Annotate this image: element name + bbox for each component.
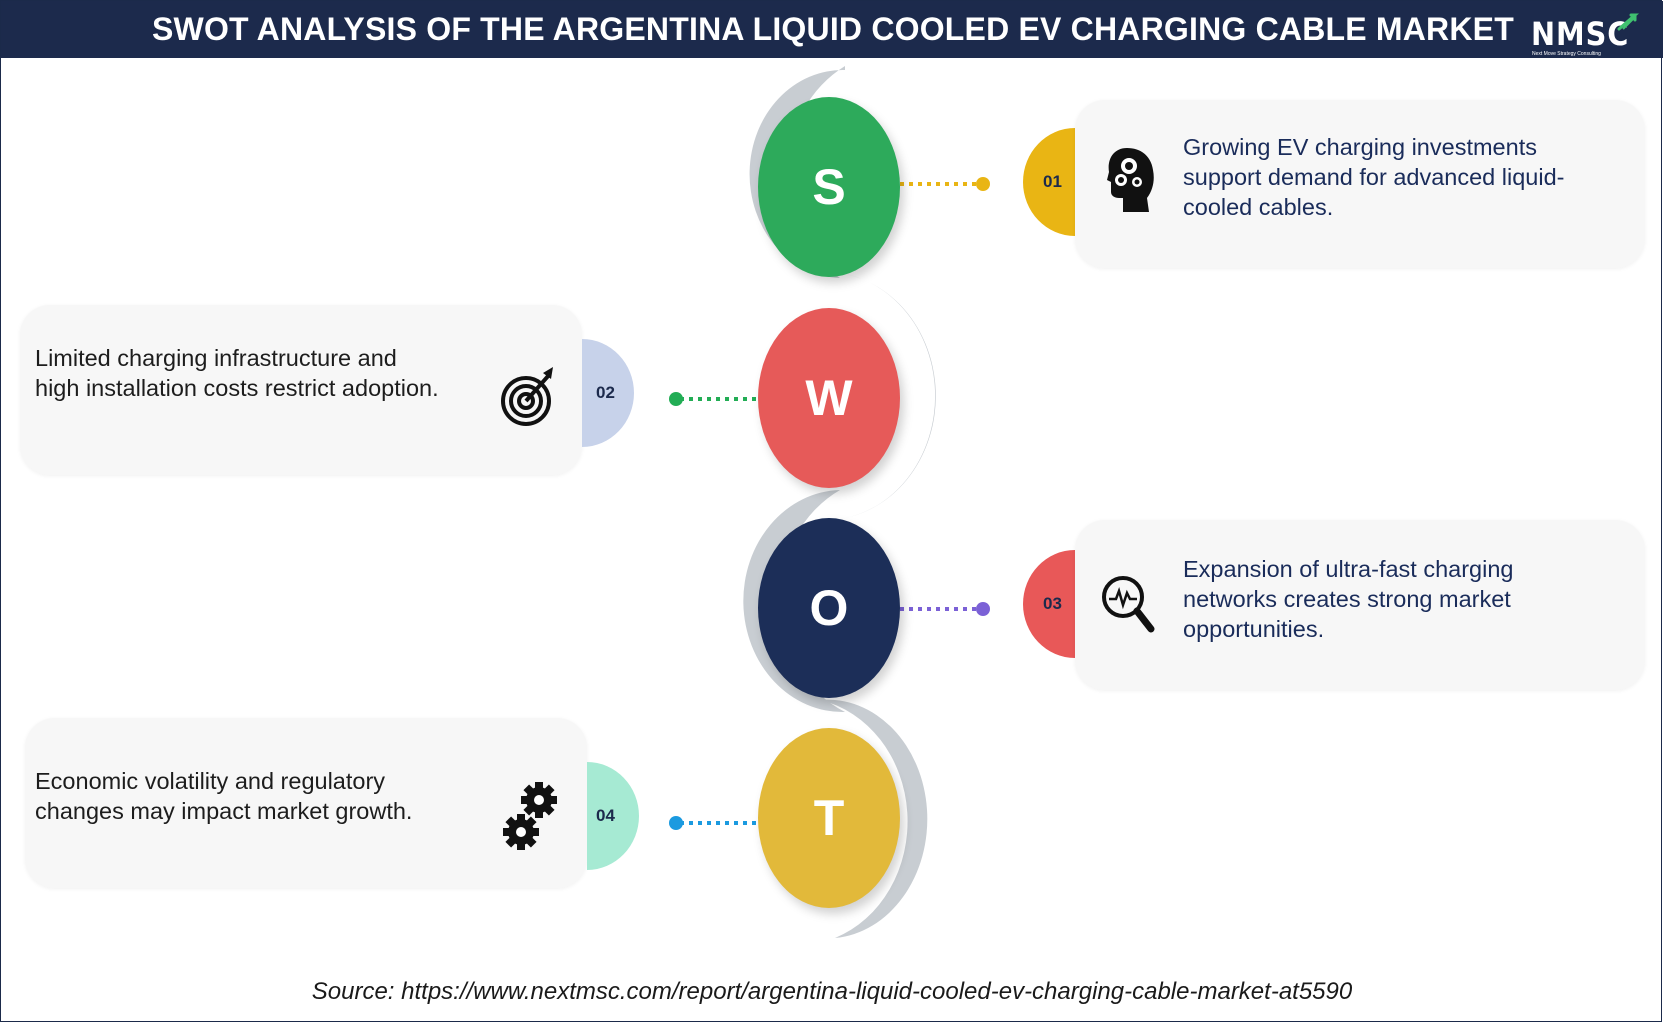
number-tab-03: 03: [1023, 550, 1075, 658]
number-label-01: 01: [1043, 172, 1062, 191]
number-label-03: 03: [1043, 594, 1062, 613]
opportunity-card: Expansion of ultra-fast charging network…: [1075, 520, 1645, 690]
logo-tagline: Next Move Strategy Consulting: [1532, 51, 1601, 57]
magnifier-pulse-icon: [1102, 576, 1155, 633]
target-arrow-icon: [501, 367, 553, 426]
swot-circle-o: O: [758, 518, 900, 698]
strength-card: Growing EV charging investments support …: [1075, 100, 1645, 268]
logo-arrow-icon: [1617, 13, 1639, 31]
swot-letter-w: W: [805, 370, 853, 426]
weakness-card: Limited charging infrastructure and high…: [20, 305, 582, 475]
swot-circle-s: S: [758, 97, 900, 277]
number-label-02: 02: [596, 383, 615, 402]
source-citation: Source: https://www.nextmsc.com/report/a…: [311, 978, 1353, 1005]
threat-card: Economic volatility and regulatory chang…: [25, 718, 587, 888]
threat-text: Economic volatility and regulatory chang…: [35, 768, 413, 824]
connector-t-dot: [669, 816, 683, 830]
connector-s-dot: [976, 177, 990, 191]
page-title: SWOT ANALYSIS OF THE ARGENTINA LIQUID CO…: [152, 11, 1514, 47]
weakness-text: Limited charging infrastructure and high…: [35, 345, 439, 401]
logo-text: NMSC: [1531, 15, 1630, 53]
number-tab-02: 02: [582, 339, 634, 447]
swot-circle-t: T: [758, 728, 900, 908]
connector-w-dot: [669, 392, 683, 406]
brain-gears-icon: [1107, 148, 1154, 212]
ribbon-segment-t: [820, 699, 928, 938]
swot-circle-w: W: [758, 308, 900, 488]
strength-text: Growing EV charging investments support …: [1183, 134, 1565, 220]
swot-letter-t: T: [813, 790, 845, 846]
number-tab-01: 01: [1023, 128, 1075, 236]
nmsc-logo: NMSC Next Move Strategy Consulting: [1531, 7, 1641, 57]
connector-o-dot: [976, 602, 990, 616]
swot-letter-s: S: [812, 159, 846, 215]
gears-icon: [503, 782, 557, 850]
header-bar: SWOT ANALYSIS OF THE ARGENTINA LIQUID CO…: [1, 1, 1663, 58]
opportunity-text: Expansion of ultra-fast charging network…: [1183, 556, 1514, 642]
number-label-04: 04: [596, 806, 615, 825]
swot-letter-o: O: [809, 580, 849, 636]
number-tab-04: 04: [587, 762, 639, 870]
